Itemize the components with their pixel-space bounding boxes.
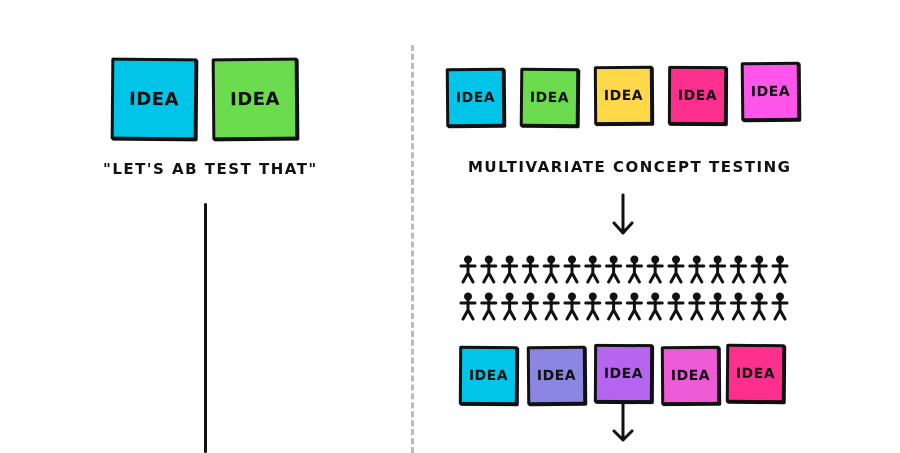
person-icon — [584, 292, 602, 321]
timeline-line — [204, 203, 207, 453]
bottom-idea-card-3: IDEA — [593, 343, 654, 404]
down-arrow-icon-bottom — [612, 402, 634, 442]
person-icon — [501, 255, 519, 284]
ab-test-caption: "LET'S AB TEST THAT" — [103, 160, 318, 178]
person-icon — [646, 255, 664, 284]
person-icon — [459, 292, 477, 321]
top-idea-card-1: IDEA — [445, 67, 506, 128]
person-icon — [646, 292, 664, 321]
idea-card-a: IDEA — [110, 57, 198, 141]
person-icon — [480, 255, 498, 284]
person-icon — [771, 255, 789, 284]
person-icon — [688, 255, 706, 284]
person-icon — [771, 292, 789, 321]
person-icon — [605, 292, 623, 321]
person-icon — [501, 292, 519, 321]
person-icon — [709, 292, 727, 321]
person-icon — [750, 292, 768, 321]
people-crowd — [459, 255, 789, 321]
bottom-idea-card-5: IDEA — [725, 343, 786, 404]
person-icon — [563, 292, 581, 321]
person-icon — [542, 292, 560, 321]
person-icon — [480, 292, 498, 321]
top-idea-card-2: IDEA — [519, 67, 580, 128]
person-icon — [605, 255, 623, 284]
bottom-idea-card-1: IDEA — [458, 345, 519, 406]
person-icon — [729, 255, 747, 284]
person-icon — [563, 255, 581, 284]
multivariate-caption: MULTIVARIATE CONCEPT TESTING — [468, 158, 792, 176]
person-icon — [688, 292, 706, 321]
dashed-divider — [411, 45, 414, 453]
top-idea-card-5: IDEA — [740, 61, 801, 122]
person-icon — [542, 255, 560, 284]
person-icon — [625, 255, 643, 284]
person-icon — [625, 292, 643, 321]
person-icon — [667, 292, 685, 321]
down-arrow-icon — [612, 193, 634, 235]
person-icon — [521, 255, 539, 284]
person-icon — [521, 292, 539, 321]
person-icon — [459, 255, 477, 284]
person-icon — [750, 255, 768, 284]
person-icon — [584, 255, 602, 284]
person-icon — [667, 255, 685, 284]
top-idea-card-3: IDEA — [593, 65, 654, 126]
person-icon — [729, 292, 747, 321]
idea-card-b: IDEA — [211, 57, 299, 141]
bottom-idea-card-4: IDEA — [660, 345, 721, 406]
person-icon — [709, 255, 727, 284]
top-idea-card-4: IDEA — [667, 65, 728, 126]
bottom-idea-card-2: IDEA — [526, 345, 587, 406]
